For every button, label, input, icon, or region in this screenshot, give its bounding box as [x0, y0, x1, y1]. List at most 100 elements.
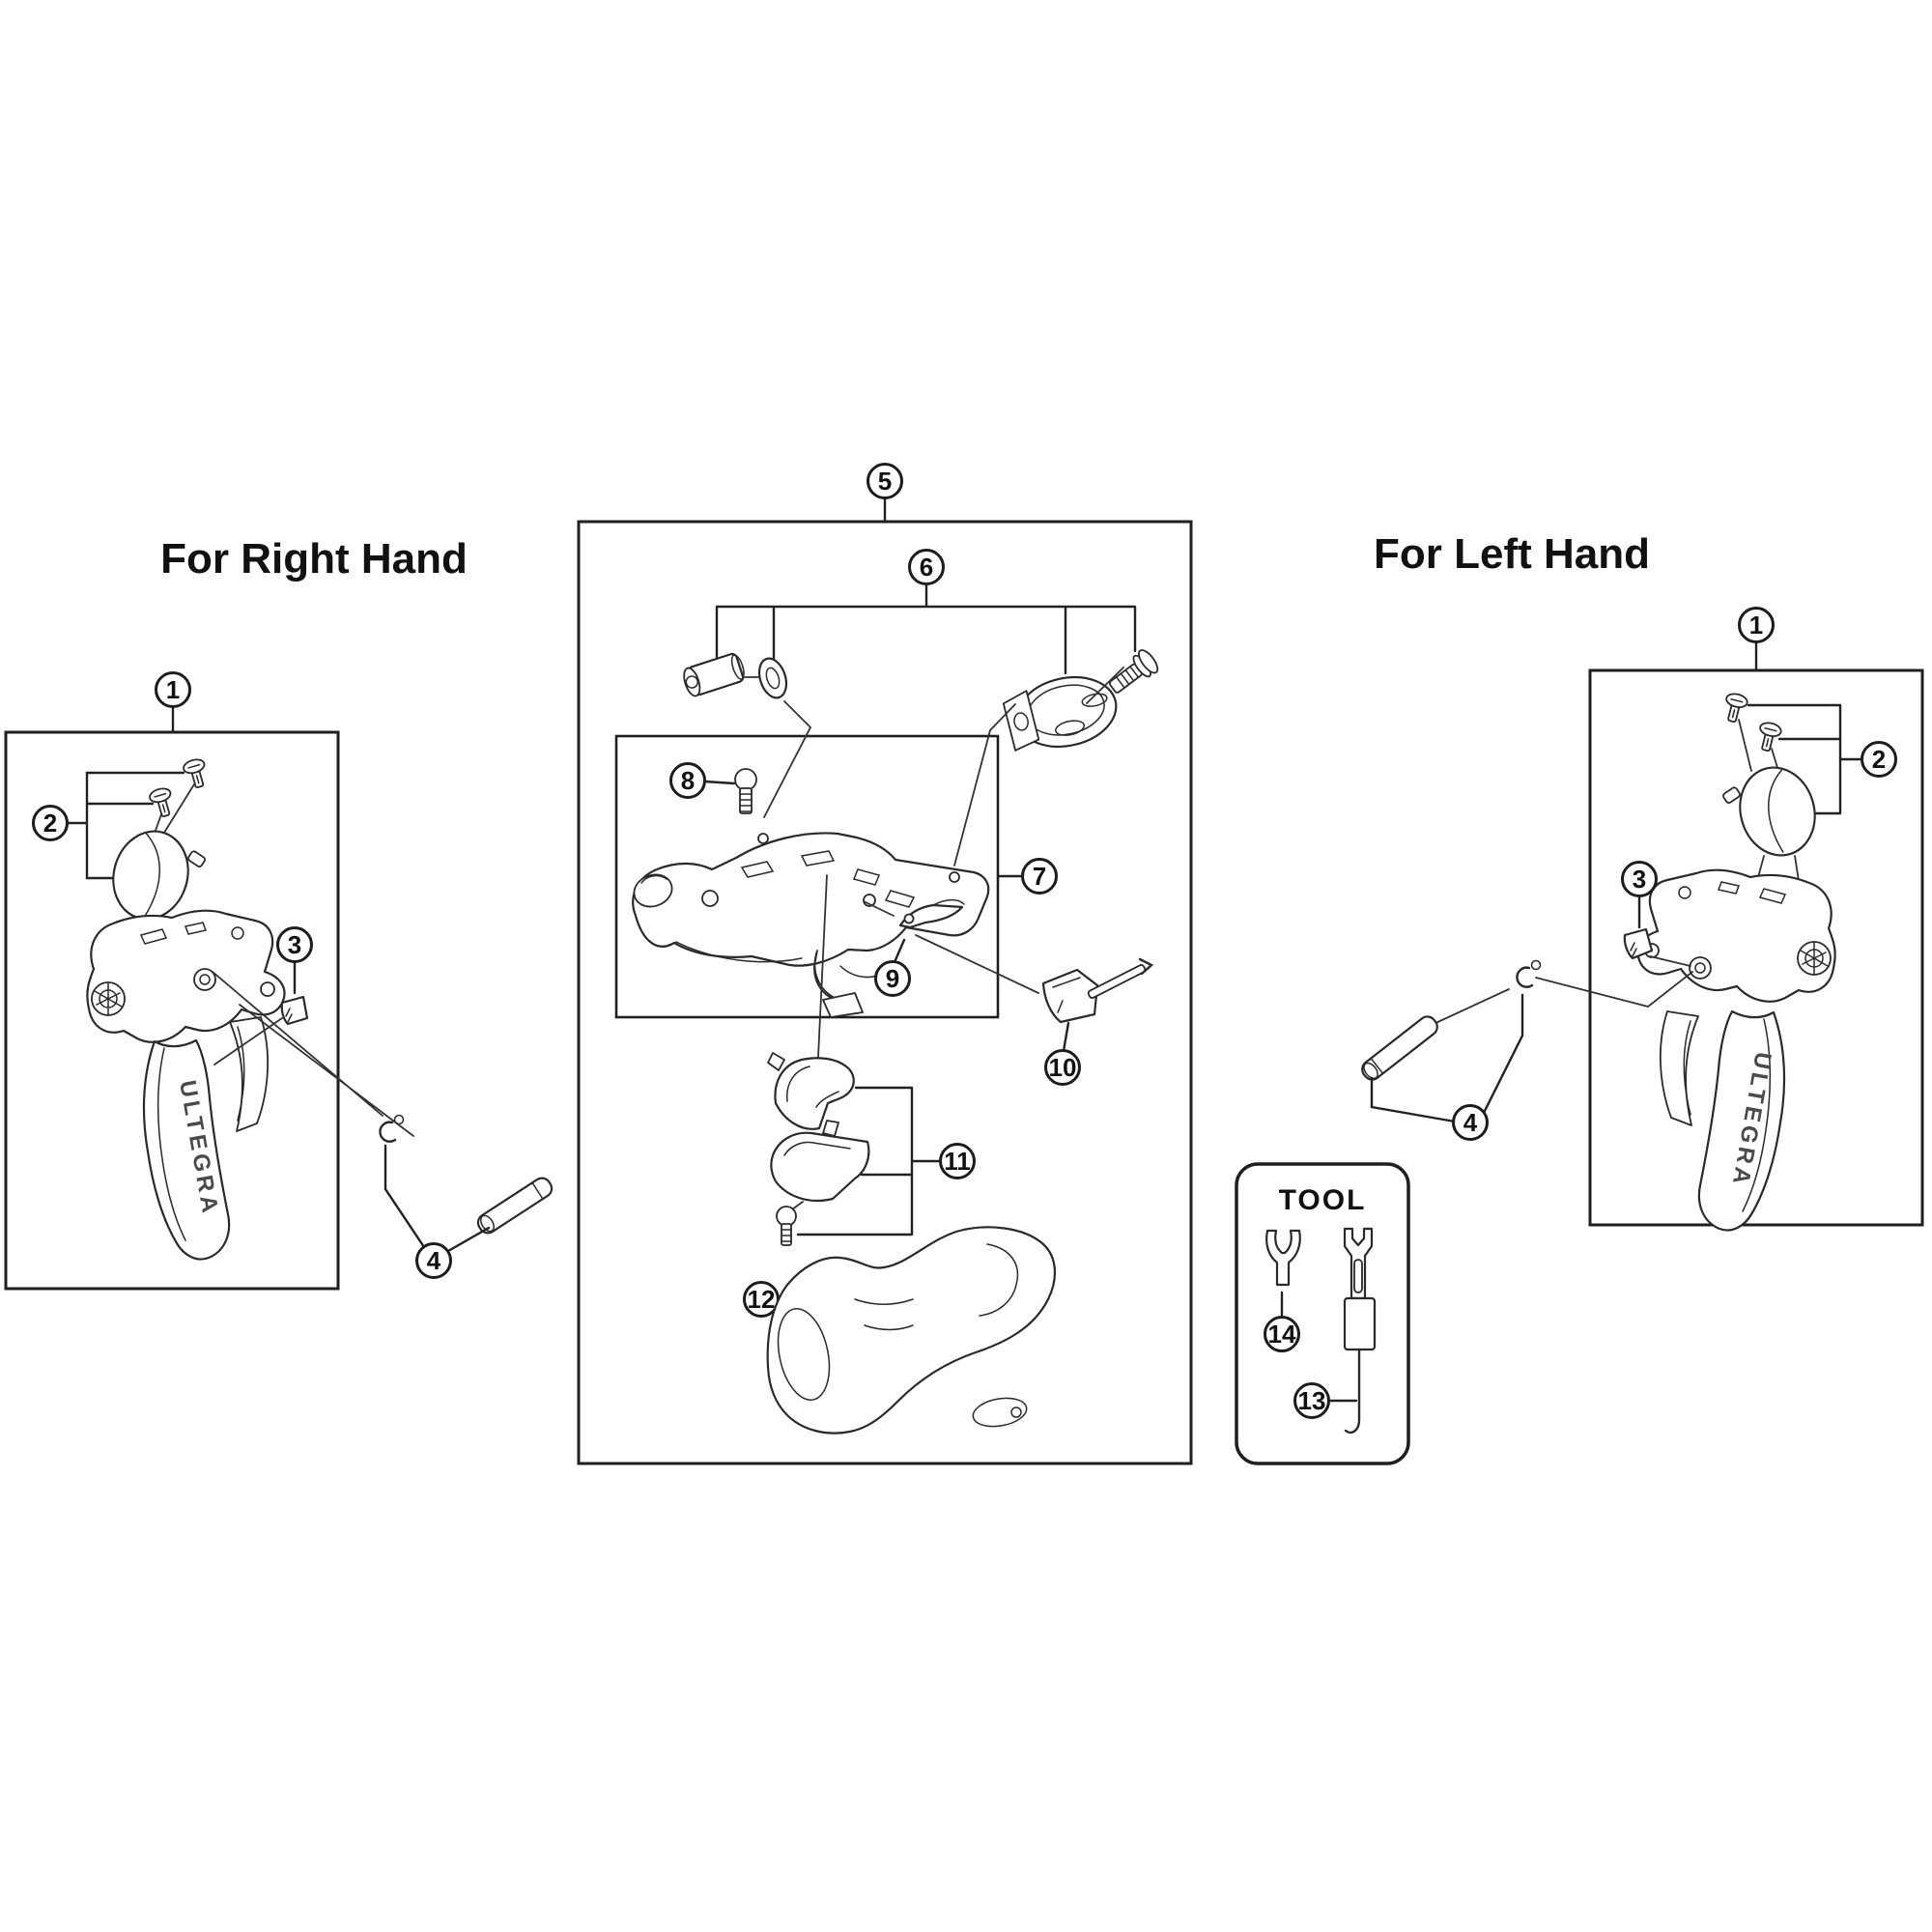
callout-10-circle	[1044, 1049, 1081, 1086]
pivot-pin	[476, 1177, 554, 1235]
callout-2-left-hand: 2	[1747, 703, 1897, 815]
callout-6-number: 6	[920, 553, 933, 582]
callout-12-number: 12	[748, 1285, 776, 1314]
part-10-rod-tip	[1138, 957, 1154, 976]
callout-5-number: 5	[878, 467, 892, 496]
shift-paddle-line-lh	[1683, 1020, 1691, 1116]
callout-2-right-hand: 2	[32, 771, 185, 880]
callout-14-number: 14	[1268, 1320, 1296, 1349]
callout-11-number: 11	[944, 1147, 971, 1176]
callout-1-circle-lh	[1738, 607, 1775, 643]
e-ring-ear-lh	[1530, 959, 1542, 971]
screw-8	[734, 768, 757, 814]
clamp-nub-hole	[260, 981, 275, 997]
pivot-pin-lh	[1361, 1015, 1438, 1081]
bolt-washer	[757, 657, 788, 699]
clamp-screw-threads	[1115, 666, 1140, 689]
fork-tool-outline	[1265, 1229, 1301, 1287]
name-plate-crease-lh	[1768, 769, 1784, 853]
callout-2-number: 2	[43, 809, 57, 838]
plate-screw-b	[149, 787, 172, 817]
callout-9-line	[893, 938, 906, 964]
callout-7-circle	[1021, 858, 1058, 895]
callout-11-circle	[939, 1143, 976, 1179]
section-for-right-hand: For Right Hand 1 2	[4, 535, 554, 1291]
callout-1-number: 1	[166, 675, 180, 704]
bolt-washer-outer	[757, 657, 788, 699]
hood-right-curve	[979, 1243, 1019, 1317]
callout-4-bracket-lh	[1370, 993, 1524, 1123]
set-screw-8: 8	[669, 762, 757, 814]
release-lever-tail	[932, 898, 965, 906]
lever-body-outline	[86, 909, 286, 1043]
guide-screw-head	[776, 1206, 797, 1227]
pivot-pin-step	[531, 1181, 544, 1200]
brake-lever-blade-line	[156, 1047, 186, 1241]
callout-3-circle-lh	[1621, 861, 1658, 897]
cable-guide-lower	[770, 1131, 870, 1203]
clamp-band-lug	[1002, 690, 1040, 752]
callout-9-circle	[874, 960, 911, 997]
brake-lever-blade-line-lh	[1742, 1018, 1772, 1212]
hook-tool-body	[1343, 1296, 1377, 1351]
lever-body-right-hand: ULTEGRA	[86, 909, 286, 1261]
callout-3-circle	[276, 926, 313, 963]
screw-8-threads	[739, 793, 753, 812]
release-lever-hole	[903, 913, 915, 924]
part-10-leader	[915, 934, 1039, 994]
callout-3-number: 3	[288, 930, 301, 959]
release-lever-leader	[863, 900, 895, 917]
guide-screw	[776, 1206, 797, 1246]
cable-cover-3-detail-lh	[1630, 942, 1637, 957]
plate-screw-b-lh-slot	[1764, 727, 1777, 748]
lever-body-cutouts	[139, 922, 244, 945]
bracket-body-outline	[632, 832, 990, 967]
plate-screw-a-slot	[187, 763, 201, 784]
callout-1-number-lh: 1	[1749, 611, 1763, 639]
plate-screw-b-slot	[154, 792, 167, 813]
lever-body-cutouts-lh	[1678, 881, 1787, 904]
screw-8-head	[734, 768, 757, 791]
shifter-bracket-body	[632, 832, 990, 1018]
bracket-body-cutouts	[740, 850, 916, 908]
e-ring-ear	[393, 1114, 405, 1125]
title-for-right-hand: For Right Hand	[160, 535, 468, 582]
callout-1-circle	[155, 671, 191, 708]
bracket-mount-hole-left	[757, 833, 769, 844]
cable-guide-upper-tab	[767, 1052, 785, 1071]
pivot-pin-end	[480, 1214, 495, 1233]
fork-tool-14: 14	[1264, 1229, 1301, 1352]
shift-paddle-line	[237, 1026, 245, 1122]
bracket-front-boss	[633, 873, 673, 908]
bolt-washer-inner	[765, 667, 781, 690]
name-plate-left-hand	[1722, 766, 1816, 857]
hood-left-opening	[777, 1308, 831, 1401]
callout-7-number: 7	[1033, 862, 1046, 891]
hood-bottom-hole	[1010, 1406, 1022, 1418]
title-for-left-hand: For Left Hand	[1374, 530, 1650, 578]
section-for-left-hand: For Left Hand 1 2	[1361, 530, 1924, 1232]
cable-guide-lower-line	[783, 1141, 851, 1156]
hook-tool-13: 13	[1293, 1227, 1377, 1435]
hook-tool-pin	[1344, 1348, 1361, 1435]
brake-lever-blade-lh	[1697, 1009, 1786, 1232]
lever-pivot-hole-lh	[1689, 956, 1712, 980]
clamp-band-slot-b	[1081, 693, 1108, 707]
e-ring-lh	[1516, 966, 1534, 988]
callout-13-number: 13	[1298, 1386, 1326, 1415]
clamp-screw-leader	[1086, 667, 1124, 704]
callout-7: 7	[996, 858, 1058, 895]
fixing-bolt-end	[730, 654, 745, 680]
name-plate-tab	[187, 850, 206, 867]
cable-cover-3-right-hand: 3	[213, 926, 313, 1065]
fixing-bolt-head	[683, 667, 701, 697]
callout-1-right-hand: 1	[155, 671, 191, 734]
callout-8-line	[703, 780, 736, 785]
name-plate-crease	[144, 833, 160, 917]
cable-cover-3-leader-lh	[1649, 955, 1691, 967]
callout-4-number-lh: 4	[1463, 1108, 1478, 1137]
plate-screw-a-lh	[1725, 693, 1748, 724]
name-plate-screws-left-hand	[1725, 693, 1782, 772]
cable-cover-3-block-lh	[1623, 927, 1654, 960]
